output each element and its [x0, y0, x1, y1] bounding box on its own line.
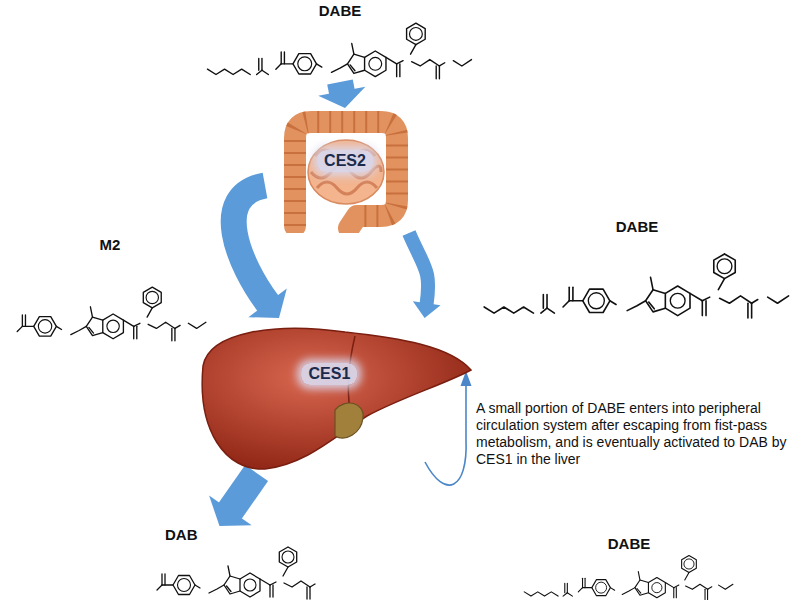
- compound-name: DABE: [462, 535, 796, 553]
- arrow-shaft: [340, 82, 342, 92]
- chemical-structure: [10, 254, 210, 374]
- compound-node: M2: [10, 236, 210, 374]
- flow-arrow: [409, 233, 441, 318]
- arrow-head: [318, 87, 365, 108]
- compound-name: DABE: [478, 218, 796, 236]
- chemical-structure: [478, 236, 796, 336]
- arrow-head: [413, 301, 441, 318]
- enzyme-label: CES2: [317, 150, 373, 172]
- arrow-shaft: [230, 473, 257, 511]
- compound-node: DAB: [80, 526, 390, 602]
- annotation-note: A small portion of DABE enters into peri…: [476, 400, 794, 468]
- liver-illustration: [195, 318, 475, 473]
- compound-name: DAB: [80, 526, 390, 544]
- organ-node: CES2: [265, 108, 425, 233]
- compound-node: DABE: [200, 2, 480, 82]
- arrow-head: [209, 496, 252, 526]
- arrow-head: [248, 288, 286, 318]
- chemical-structure: [462, 553, 796, 602]
- arrow-shaft: [234, 186, 269, 304]
- compound-name: DABE: [200, 2, 480, 20]
- flow-arrow: [234, 186, 287, 319]
- compound-name: M2: [10, 236, 210, 254]
- flow-arrow: [318, 82, 365, 108]
- chemical-structure: [80, 544, 390, 602]
- flow-arrow: [209, 473, 257, 526]
- compound-node: DABE: [478, 218, 796, 336]
- compound-node: DABE: [462, 535, 796, 602]
- arrow-shaft: [409, 233, 428, 304]
- organ-node: CES1: [195, 318, 475, 473]
- enzyme-label: CES1: [301, 363, 357, 385]
- recirculation-arrow: [425, 385, 466, 485]
- chemical-structure: [200, 20, 480, 82]
